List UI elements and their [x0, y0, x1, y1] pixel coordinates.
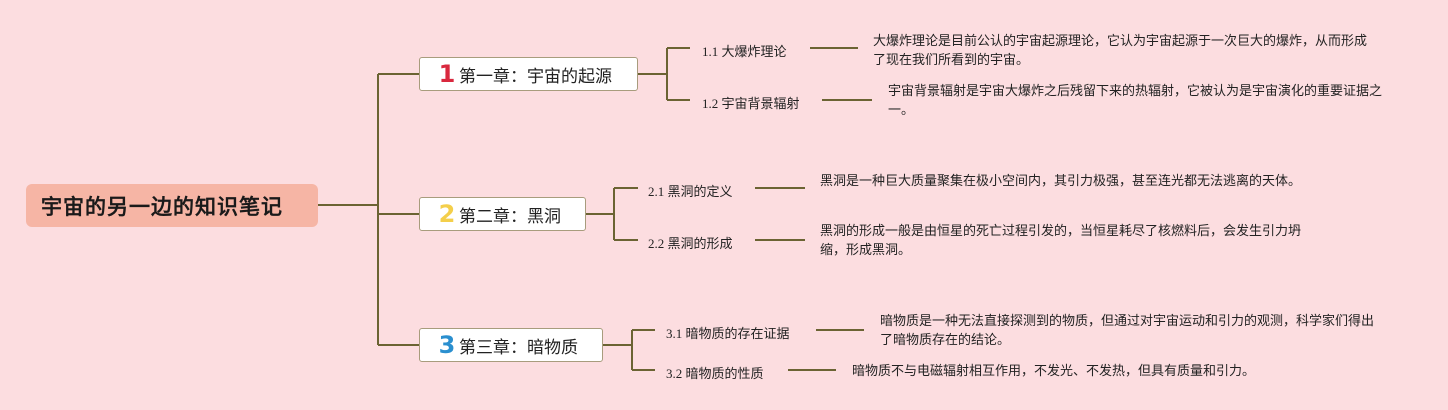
subtopic-3-1[interactable]: 3.1 暗物质的存在证据 [666, 326, 790, 341]
root-topic[interactable]: 宇宙的另一边的知识笔记 [26, 184, 318, 227]
chapter-3-node[interactable]: 3 第三章：暗物质 [419, 328, 603, 362]
root-title: 宇宙的另一边的知识笔记 [41, 194, 283, 219]
chapter-title: 第三章：暗物质 [459, 337, 578, 358]
description-3-2: 暗物质不与电磁辐射相互作用，不发光、不发热，但具有质量和引力。 [852, 364, 1256, 379]
subtopic-1-2[interactable]: 1.2 宇宙背景辐射 [702, 96, 800, 111]
description-2-1: 黑洞是一种巨大质量聚集在极小空间内，其引力极强，甚至连光都无法逃离的天体。 [820, 174, 1302, 189]
chapter-number-badge: 2 [438, 200, 456, 228]
chapter-title: 第二章：黑洞 [459, 206, 561, 227]
chapter-2-node[interactable]: 2 第二章：黑洞 [419, 197, 586, 231]
chapter-number-badge: 1 [438, 60, 456, 88]
description-3-1: 暗物质是一种无法直接探测到的物质，但通过对宇宙运动和引力的观测，科学家们得出了暗… [880, 314, 1375, 348]
description-1-2: 宇宙背景辐射是宇宙大爆炸之后残留下来的热辐射，它被认为是宇宙演化的重要证据之一。 [888, 84, 1383, 118]
description-2-2: 黑洞的形成一般是由恒星的死亡过程引发的，当恒星耗尽了核燃料后，会发生引力坍缩，形… [820, 224, 1302, 258]
chapter-title: 第一章：宇宙的起源 [459, 66, 612, 87]
chapter-number-badge: 3 [438, 331, 456, 359]
subtopic-2-2[interactable]: 2.2 黑洞的形成 [648, 236, 733, 251]
subtopic-2-1[interactable]: 2.1 黑洞的定义 [648, 184, 733, 199]
chapter-1-node[interactable]: 1 第一章：宇宙的起源 [419, 57, 638, 91]
description-1-1: 大爆炸理论是目前公认的宇宙起源理论，它认为宇宙起源于一次巨大的爆炸，从而形成了现… [873, 34, 1368, 68]
subtopic-1-1[interactable]: 1.1 大爆炸理论 [702, 44, 787, 59]
subtopic-3-2[interactable]: 3.2 暗物质的性质 [666, 366, 764, 381]
